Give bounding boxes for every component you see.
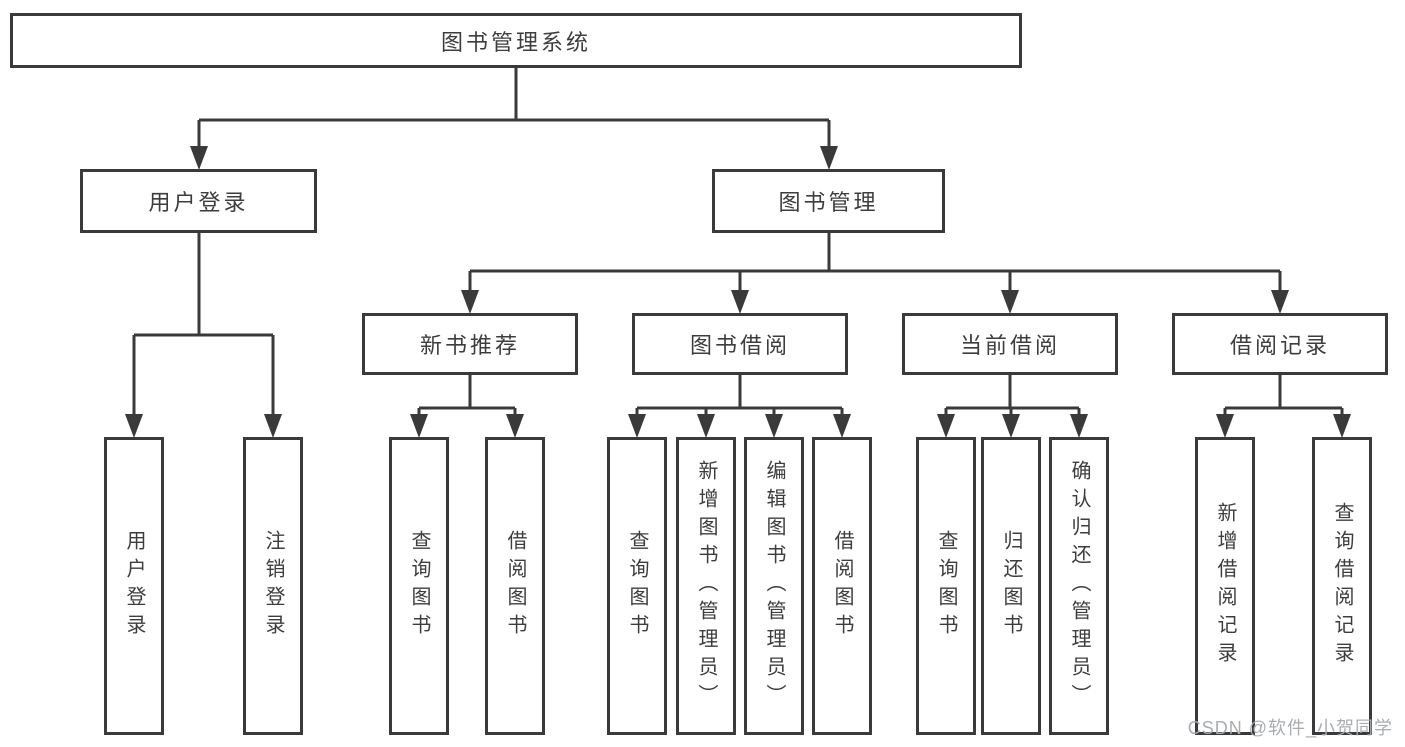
- arrow-icon: [1001, 290, 1019, 314]
- arrowheads: [125, 146, 1351, 438]
- leaf-user-login: 用户登录: [104, 437, 164, 735]
- arrow-icon: [765, 414, 783, 438]
- leaf-label: 用户登录: [123, 530, 145, 642]
- node-current-borrow: 当前借阅: [902, 313, 1118, 375]
- leaf-logout: 注销登录: [243, 437, 303, 735]
- leaf-label: 查询图书: [408, 530, 430, 642]
- leaf-query-books-current: 查询图书: [916, 437, 976, 735]
- leaf-query-books-recommend: 查询图书: [389, 437, 449, 735]
- leaf-label: 查询图书: [935, 530, 957, 642]
- arrow-icon: [125, 414, 143, 438]
- arrow-icon: [697, 414, 715, 438]
- arrow-icon: [1271, 290, 1289, 314]
- leaf-label: 编辑图书（管理员）: [763, 460, 785, 712]
- leaf-label: 注销登录: [262, 530, 284, 642]
- leaf-return-books: 归还图书: [981, 437, 1041, 735]
- arrow-icon: [410, 414, 428, 438]
- connector-book-management-children: [468, 233, 1282, 290]
- arrow-icon: [190, 146, 208, 170]
- leaf-label: 确认归还（管理员）: [1068, 460, 1090, 712]
- arrow-icon: [264, 414, 282, 438]
- arrow-icon: [628, 414, 646, 438]
- leaf-label: 新增图书（管理员）: [695, 460, 717, 712]
- connector-new-book-children: [417, 375, 517, 414]
- arrow-icon: [1333, 414, 1351, 438]
- arrow-icon: [461, 290, 479, 314]
- connector-root-to-level2: [197, 68, 831, 146]
- leaf-label: 借阅图书: [831, 530, 853, 642]
- arrow-icon: [1070, 414, 1088, 438]
- arrow-icon: [731, 290, 749, 314]
- watermark: CSDN @软件_小贺同学: [1187, 718, 1393, 738]
- arrow-icon: [1216, 414, 1234, 438]
- leaf-label: 借阅图书: [504, 530, 526, 642]
- node-new-book-recommend: 新书推荐: [362, 313, 578, 375]
- leaf-add-borrow-record: 新增借阅记录: [1195, 437, 1255, 735]
- leaf-label: 查询图书: [626, 530, 648, 642]
- leaf-query-books-borrow: 查询图书: [607, 437, 667, 735]
- node-root: 图书管理系统: [10, 13, 1022, 68]
- leaf-borrow-books-recommend: 借阅图书: [485, 437, 545, 735]
- arrow-icon: [937, 414, 955, 438]
- node-borrow-records: 借阅记录: [1172, 313, 1388, 375]
- node-user-login: 用户登录: [80, 169, 317, 233]
- leaf-label: 查询借阅记录: [1331, 502, 1353, 670]
- connector-borrow-records-children: [1223, 375, 1344, 414]
- connector-user-login-children: [132, 233, 275, 414]
- connector-book-borrow-children: [635, 375, 844, 414]
- connector-current-borrow-children: [944, 375, 1081, 414]
- leaf-confirm-return-admin: 确认归还（管理员）: [1049, 437, 1109, 735]
- leaf-label: 新增借阅记录: [1214, 502, 1236, 670]
- leaf-add-book-admin: 新增图书（管理员）: [676, 437, 736, 735]
- leaf-borrow-books: 借阅图书: [812, 437, 872, 735]
- leaf-label: 归还图书: [1000, 530, 1022, 642]
- arrow-icon: [833, 414, 851, 438]
- node-book-management: 图书管理: [712, 169, 945, 233]
- arrow-icon: [1002, 414, 1020, 438]
- arrow-icon: [820, 146, 838, 170]
- arrow-icon: [506, 414, 524, 438]
- leaf-edit-book-admin: 编辑图书（管理员）: [744, 437, 804, 735]
- leaf-query-borrow-record: 查询借阅记录: [1312, 437, 1372, 735]
- node-book-borrow: 图书借阅: [632, 313, 848, 375]
